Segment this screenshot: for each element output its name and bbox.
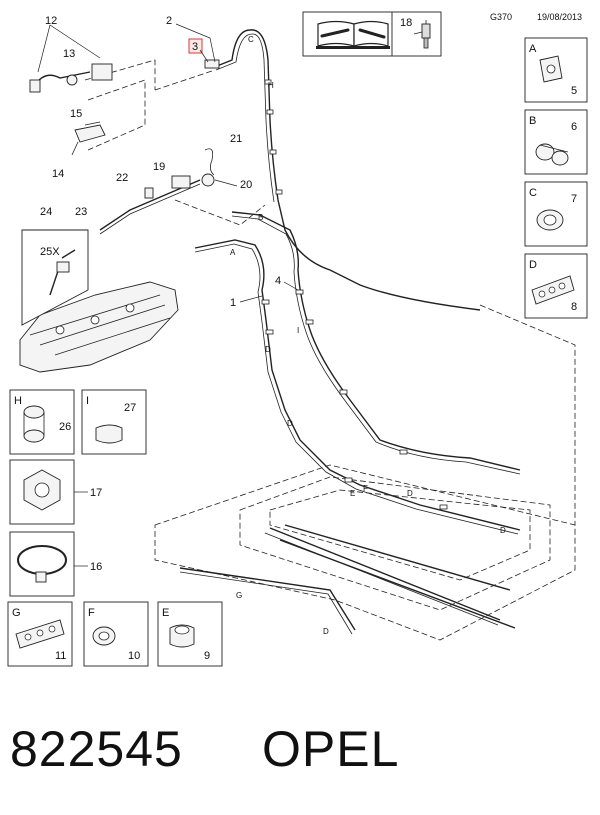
- injector-detail-24[interactable]: [21, 229, 89, 326]
- connector-clip-icon: [539, 55, 563, 83]
- pipe-letter-h: H: [268, 81, 274, 90]
- bracket-15[interactable]: [84, 121, 101, 126]
- pipe-letter-d4: D: [500, 526, 506, 535]
- detail-box-a[interactable]: A 5: [524, 37, 588, 103]
- svg-text:16: 16: [90, 561, 102, 573]
- pipe-letter-d3: D: [407, 489, 413, 498]
- callout-19: 19: [153, 161, 165, 173]
- detail-box-h[interactable]: H 26: [9, 389, 75, 455]
- detail-box-g[interactable]: G 11: [7, 601, 73, 667]
- book-tools-icon: [316, 20, 390, 49]
- callout-13: 13: [63, 48, 75, 60]
- svg-text:5: 5: [571, 85, 577, 97]
- connector-block-icon: [15, 619, 65, 649]
- svg-text:C: C: [529, 187, 537, 199]
- svg-text:17: 17: [90, 487, 102, 499]
- detail-box-d[interactable]: D 8: [524, 253, 588, 319]
- pipe-letter-f: F: [363, 484, 368, 493]
- callout-25x: 25X: [40, 246, 60, 258]
- callout-20: 20: [240, 179, 252, 191]
- pipe-letter-c: C: [248, 35, 254, 44]
- svg-text:10: 10: [128, 650, 140, 662]
- svg-text:8: 8: [571, 301, 577, 313]
- callout-21: 21: [230, 133, 242, 145]
- callout-22: 22: [116, 172, 128, 184]
- detail-box-17[interactable]: 17: [9, 459, 102, 525]
- svg-text:I: I: [86, 395, 89, 407]
- engine-assembly[interactable]: [19, 281, 179, 373]
- svg-text:G: G: [12, 607, 21, 619]
- callout-12: 12: [45, 15, 57, 27]
- hose-clamp-icon: [536, 209, 564, 231]
- callout-23: 23: [75, 206, 87, 218]
- detail-box-16[interactable]: 16: [9, 531, 102, 597]
- detail-box-e[interactable]: E 9: [157, 601, 223, 667]
- svg-text:A: A: [529, 43, 537, 55]
- fuel-rail-19[interactable]: [99, 173, 215, 235]
- hex-nut-icon: [23, 469, 61, 511]
- detail-box-f[interactable]: F 10: [83, 601, 149, 667]
- hose-21[interactable]: [204, 148, 215, 176]
- svg-text:F: F: [88, 607, 95, 619]
- pipe-clamp-icon: [535, 143, 569, 166]
- callout-4: 4: [275, 275, 281, 287]
- callout-1: 1: [230, 297, 236, 309]
- cable-tie-icon: [17, 545, 67, 583]
- svg-text:11: 11: [55, 650, 66, 662]
- svg-text:27: 27: [124, 402, 136, 414]
- svg-text:9: 9: [204, 650, 210, 662]
- manual-reference-box[interactable]: 18: [302, 11, 442, 57]
- detail-box-c[interactable]: C 7: [524, 181, 588, 247]
- callout-3: 3: [192, 41, 198, 53]
- callout-2: 2: [166, 15, 172, 27]
- callout-3-marker[interactable]: 3: [188, 38, 203, 54]
- detail-box-i[interactable]: I 27: [81, 389, 147, 455]
- cable-assembly-12[interactable]: [29, 24, 113, 93]
- pipe-letter-b: B: [258, 213, 263, 222]
- pipe-letter-d5: D: [323, 627, 329, 636]
- callout-15: 15: [70, 108, 82, 120]
- grommet-icon: [92, 626, 116, 646]
- brand-name: OPEL: [262, 721, 399, 777]
- pipe-letter-a: A: [230, 248, 236, 257]
- pipe-letter-e: E: [350, 489, 355, 498]
- bracket-14[interactable]: [71, 124, 106, 156]
- pipe-letter-g: G: [236, 591, 242, 600]
- svg-text:E: E: [162, 607, 169, 619]
- callout-14: 14: [52, 168, 64, 180]
- pipe-letter-d2: D: [287, 419, 293, 428]
- svg-text:B: B: [529, 115, 536, 127]
- sleeve-clip-icon: [169, 624, 195, 648]
- svg-text:26: 26: [59, 421, 71, 433]
- sleeve-icon: [95, 424, 123, 444]
- multi-pipe-clip-icon: [531, 275, 575, 305]
- pipe-letter-i: I: [297, 326, 299, 335]
- detail-box-b[interactable]: B 6: [524, 109, 588, 175]
- svg-text:7: 7: [571, 193, 577, 205]
- pipe-letter-d1: D: [265, 345, 271, 354]
- double-clip-icon: [23, 405, 45, 443]
- manual-ref-number: 18: [400, 17, 412, 29]
- svg-text:H: H: [14, 395, 22, 407]
- svg-text:6: 6: [571, 121, 577, 133]
- part-3[interactable]: [204, 59, 220, 69]
- diagram-date: 19/08/2013: [537, 12, 582, 22]
- svg-text:D: D: [529, 259, 537, 271]
- clip-tool-icon: [413, 20, 431, 49]
- diagram-code: G370: [490, 12, 512, 22]
- callout-24: 24: [40, 206, 52, 218]
- part-number: 822545: [10, 721, 183, 777]
